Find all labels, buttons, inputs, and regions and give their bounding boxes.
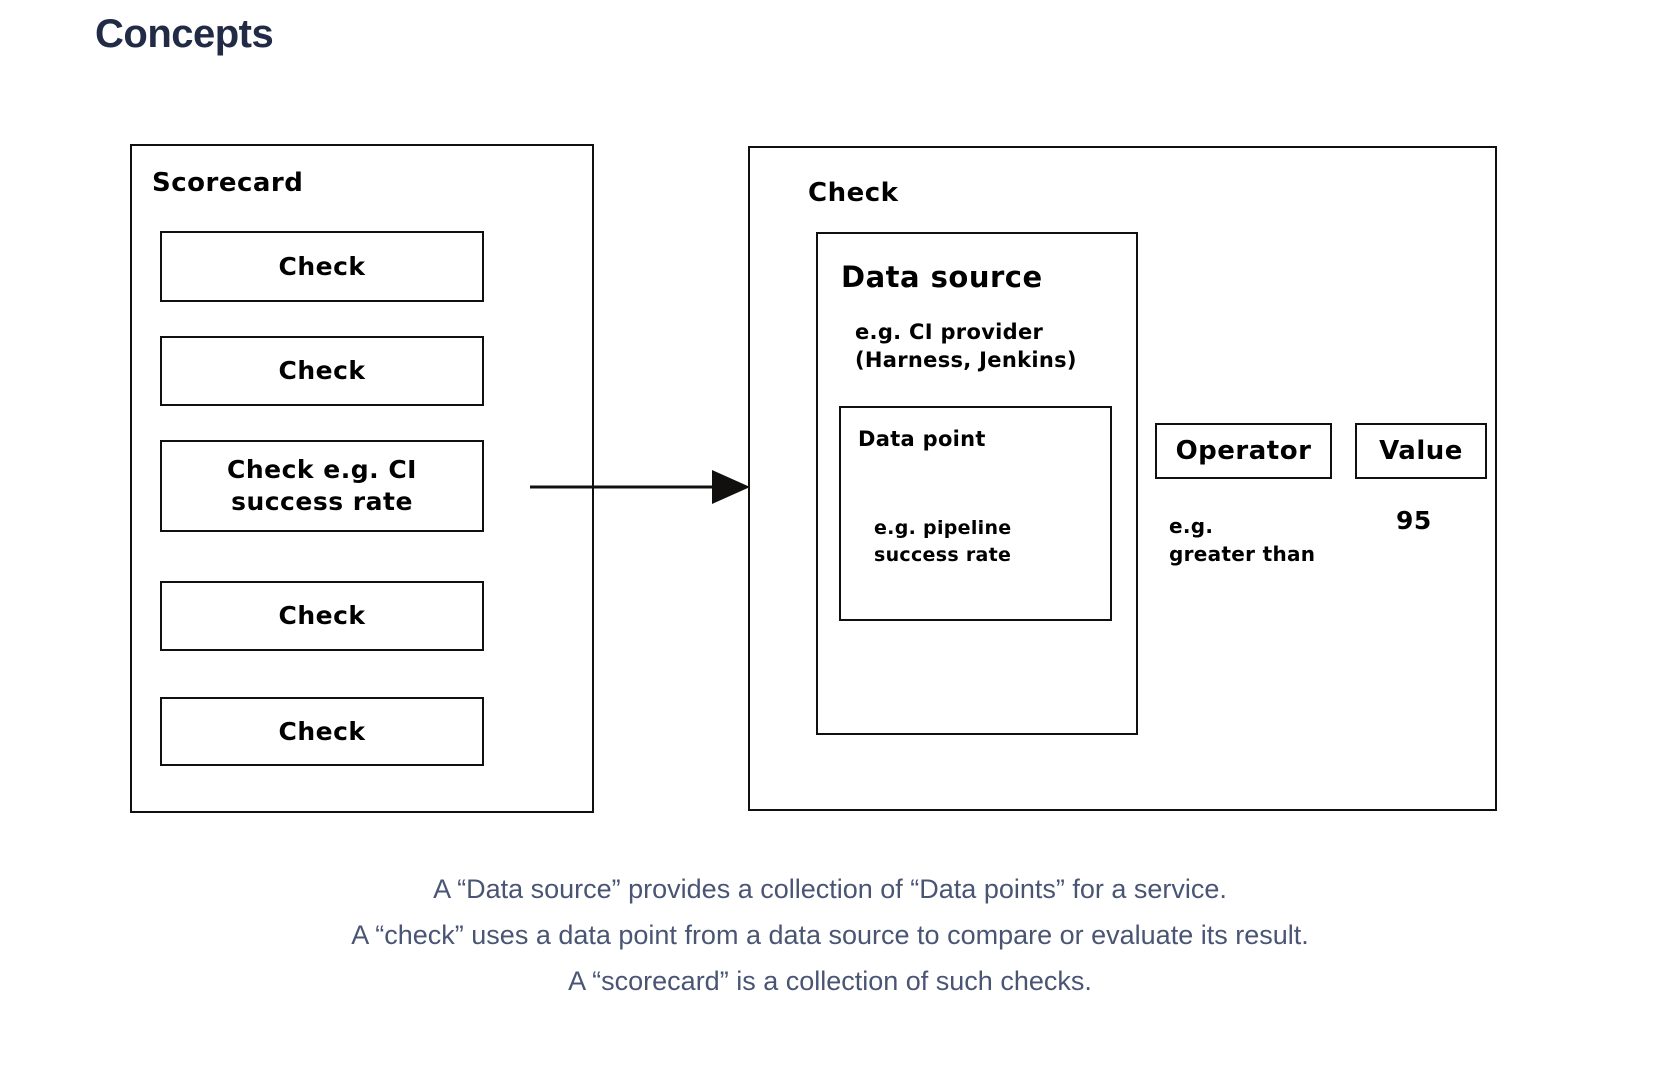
- data-source-example: e.g. CI provider (Harness, Jenkins): [855, 320, 1077, 373]
- scorecard-check-row-2: Check: [160, 336, 484, 406]
- data-source-title: Data source: [841, 260, 1043, 294]
- page-title: Concepts: [95, 12, 274, 56]
- operator-label: Operator: [1175, 436, 1312, 466]
- data-point-title: Data point: [858, 427, 986, 451]
- caption: A “Data source” provides a collection of…: [0, 866, 1660, 1004]
- operator-box: Operator: [1155, 423, 1332, 479]
- scorecard-check-row-1: Check: [160, 231, 484, 302]
- value-example: 95: [1396, 506, 1432, 535]
- caption-line-3: A “scorecard” is a collection of such ch…: [568, 966, 1092, 996]
- scorecard-check-label: Check: [278, 356, 366, 385]
- scorecard-check-label: Check e.g. CI success rate: [227, 455, 417, 516]
- scorecard-check-row-4: Check: [160, 581, 484, 651]
- scorecard-check-row-3-highlighted: Check e.g. CI success rate: [160, 440, 484, 532]
- caption-line-2: A “check” uses a data point from a data …: [351, 920, 1309, 950]
- scorecard-check-label: Check: [278, 251, 366, 281]
- value-label: Value: [1379, 436, 1463, 466]
- flow-arrow-icon: [530, 470, 750, 504]
- value-box: Value: [1355, 423, 1487, 479]
- data-point-box: [839, 406, 1112, 621]
- scorecard-title: Scorecard: [152, 168, 304, 198]
- scorecard-check-label: Check: [278, 716, 366, 746]
- operator-example: e.g. greater than: [1169, 514, 1316, 566]
- data-point-example: e.g. pipeline success rate: [874, 517, 1012, 566]
- check-title: Check: [808, 178, 899, 208]
- caption-line-1: A “Data source” provides a collection of…: [433, 874, 1227, 904]
- scorecard-check-row-5: Check: [160, 697, 484, 766]
- scorecard-check-label: Check: [278, 601, 366, 630]
